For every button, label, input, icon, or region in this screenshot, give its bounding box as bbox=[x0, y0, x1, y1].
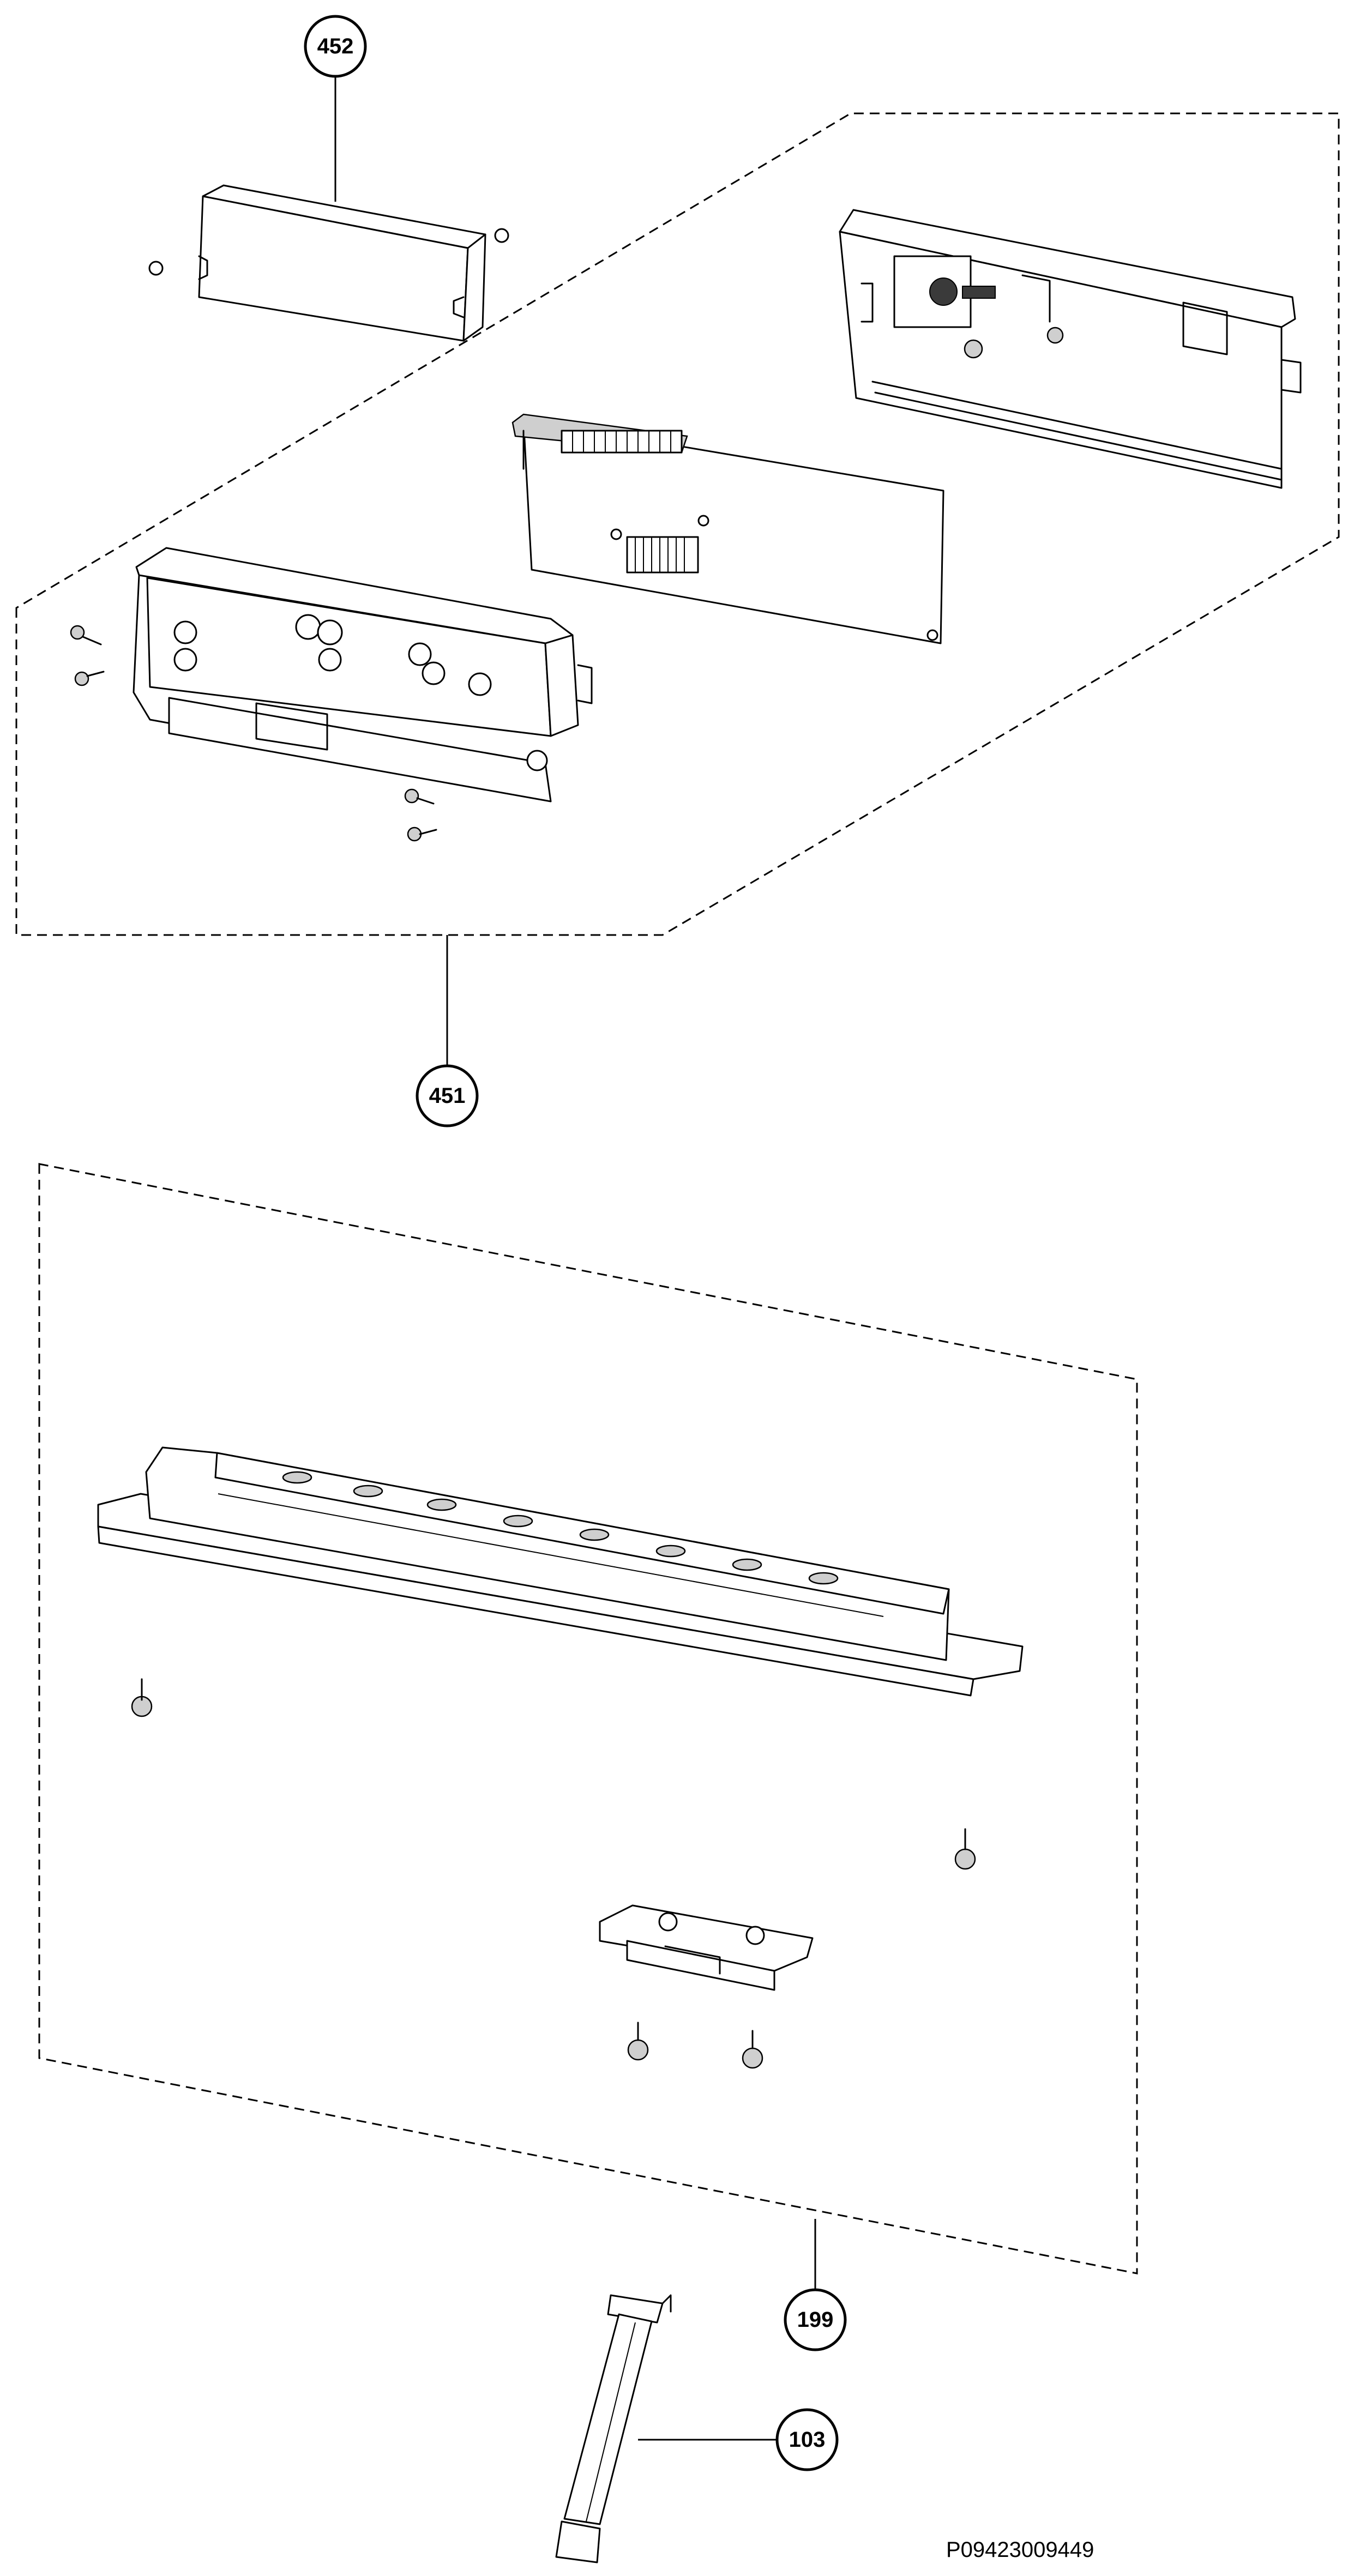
screw-icon bbox=[131, 1678, 153, 1717]
part-199-bracket bbox=[599, 1904, 814, 1991]
part-451-front-housing bbox=[133, 547, 593, 803]
callout-452: 452 bbox=[304, 15, 367, 78]
part-199-panel bbox=[97, 1446, 1024, 1697]
screw-icon bbox=[404, 788, 435, 805]
callout-103: 103 bbox=[775, 2408, 839, 2471]
part-452-box bbox=[148, 184, 509, 342]
pcb-connector-strip bbox=[561, 430, 683, 454]
callout-452-label: 452 bbox=[317, 34, 354, 58]
callout-103-label: 103 bbox=[789, 2428, 826, 2452]
screw-icon bbox=[74, 671, 105, 686]
screw-icon bbox=[954, 1828, 976, 1870]
screw-icon bbox=[627, 2022, 649, 2061]
screw-icon bbox=[407, 827, 437, 842]
part-103-latch bbox=[555, 2294, 672, 2563]
callout-451-label: 451 bbox=[429, 1084, 466, 1108]
callout-199-label: 199 bbox=[797, 2308, 834, 2332]
screw-icon bbox=[742, 2030, 763, 2069]
panel-button-holes bbox=[282, 1471, 839, 1585]
callout-199: 199 bbox=[784, 2288, 847, 2351]
part-451-pcb bbox=[511, 413, 944, 644]
callout-451: 451 bbox=[416, 1064, 479, 1127]
pcb-center-connector bbox=[626, 536, 699, 574]
part-451-rear-housing bbox=[839, 209, 1302, 489]
drawing-reference-number: P09423009449 bbox=[946, 2538, 1094, 2562]
group-451-outline bbox=[15, 112, 1340, 936]
group-199-outline bbox=[38, 1163, 1138, 2275]
screw-icon bbox=[70, 625, 102, 645]
